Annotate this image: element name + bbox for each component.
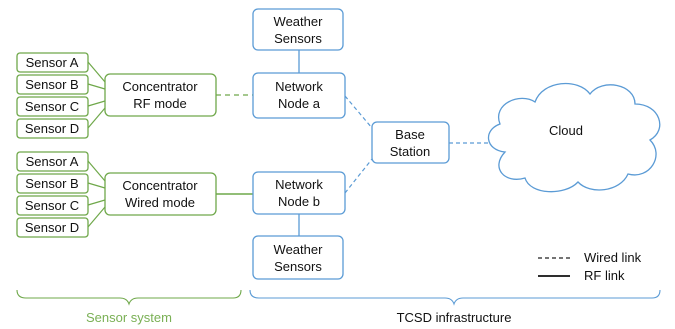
- concentrator-rf-line1: Concentrator: [122, 79, 198, 94]
- node-b-line2: Node b: [278, 194, 320, 209]
- base-station-line2: Station: [390, 144, 430, 159]
- tcsd-label: TCSD infrastructure: [397, 310, 512, 325]
- base-station-box: [371, 121, 450, 164]
- sensor-group-rf: Sensor A Sensor B Sensor C Sensor D Conc…: [16, 52, 217, 139]
- node-b-line1: Network: [275, 177, 323, 192]
- cloud-shape: [487, 82, 661, 193]
- weather-sensors-top-box: [252, 8, 344, 51]
- legend: Wired link RF link: [538, 250, 642, 283]
- sensor-b-label: Sensor B: [25, 176, 78, 191]
- weather-bottom-line2: Sensors: [274, 259, 322, 274]
- sensor-b-label: Sensor B: [25, 77, 78, 92]
- sensor-d-label: Sensor D: [25, 121, 79, 136]
- weather-top-line2: Sensors: [274, 31, 322, 46]
- sensor-links-rf: [87, 61, 106, 129]
- sensor-a-label: Sensor A: [26, 154, 79, 169]
- sensor-a-label: Sensor A: [26, 55, 79, 70]
- network-node-b-box: [252, 171, 346, 215]
- link-node-a-to-base: [344, 95, 373, 129]
- legend-rf-label: RF link: [584, 268, 625, 283]
- sensor-d-box: [16, 217, 89, 238]
- weather-sensors-bottom-box: [252, 235, 344, 280]
- link-node-b-to-base: [344, 158, 373, 194]
- node-a-line2: Node a: [278, 96, 321, 111]
- sensor-links-wired: [87, 160, 106, 228]
- sensor-d-box: [16, 118, 89, 139]
- sensor-system-label: Sensor system: [86, 310, 172, 325]
- sensor-group-wired: Sensor A Sensor B Sensor C Sensor D Conc…: [16, 151, 217, 238]
- concentrator-wired-line2: Wired mode: [125, 195, 195, 210]
- cloud-label: Cloud: [549, 123, 583, 138]
- sensor-d-label: Sensor D: [25, 220, 79, 235]
- weather-bottom-line1: Weather: [274, 242, 324, 257]
- sensor-c-label: Sensor C: [25, 99, 79, 114]
- legend-wired-label: Wired link: [584, 250, 642, 265]
- concentrator-wired-line1: Concentrator: [122, 178, 198, 193]
- base-station-line1: Base: [395, 127, 425, 142]
- sensor-c-box: [16, 195, 89, 216]
- sensor-c-label: Sensor C: [25, 198, 79, 213]
- node-a-line1: Network: [275, 79, 323, 94]
- weather-top-line1: Weather: [274, 14, 324, 29]
- sensor-system-bracket: [16, 289, 242, 306]
- network-node-a-box: [252, 72, 346, 119]
- concentrator-rf-line2: RF mode: [133, 96, 186, 111]
- tcsd-bracket: [249, 289, 661, 306]
- sensor-c-box: [16, 96, 89, 117]
